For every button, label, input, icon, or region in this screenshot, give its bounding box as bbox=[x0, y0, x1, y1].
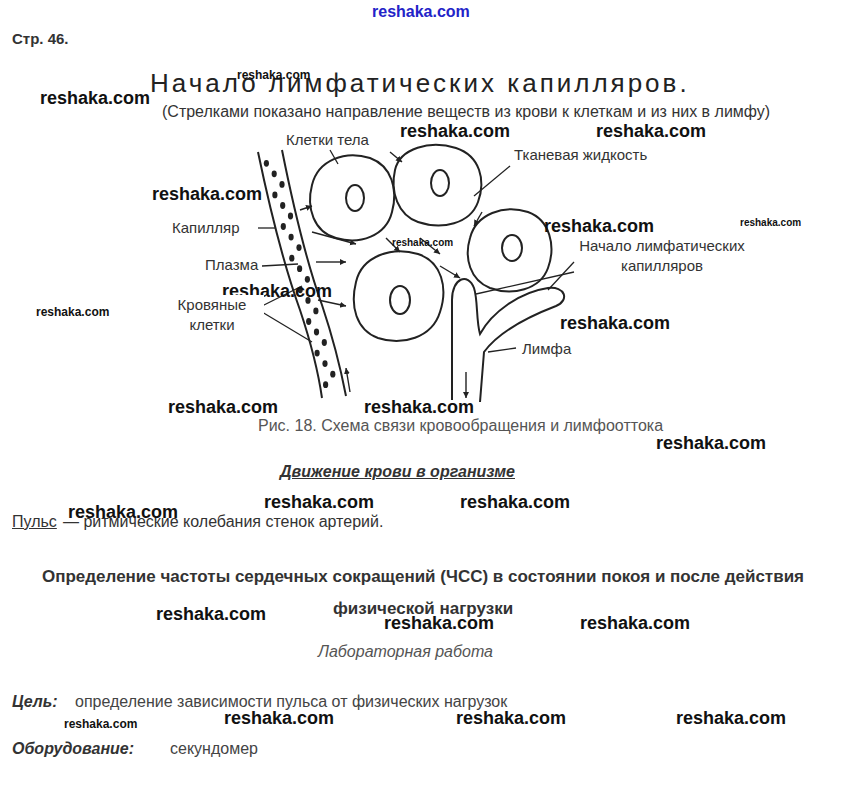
blood-cell bbox=[279, 181, 284, 188]
watermark: reshaka.com bbox=[372, 2, 470, 21]
blood-cell bbox=[322, 339, 327, 346]
text-label: Плазма bbox=[203, 256, 260, 274]
text-label: секундомер bbox=[170, 739, 258, 758]
watermark: reshaka.com bbox=[400, 121, 510, 143]
blood-cell bbox=[288, 213, 293, 220]
watermark: reshaka.com bbox=[460, 492, 570, 514]
flow-arrow bbox=[300, 206, 312, 210]
watermark: reshaka.com bbox=[36, 305, 109, 319]
leader-line bbox=[330, 150, 338, 164]
body-cell bbox=[468, 209, 552, 291]
watermark: reshaka.com bbox=[596, 121, 706, 143]
blood-cell bbox=[314, 329, 319, 336]
blood-cell bbox=[289, 255, 294, 262]
watermark: reshaka.com bbox=[656, 433, 766, 455]
leader-line bbox=[474, 166, 510, 196]
flow-arrow bbox=[465, 372, 466, 398]
text-label: Лимфа bbox=[520, 340, 573, 358]
flow-arrow bbox=[474, 212, 482, 226]
watermark: reshaka.com bbox=[392, 237, 453, 249]
leader-line bbox=[488, 348, 516, 352]
watermark: reshaka.com bbox=[156, 604, 266, 626]
watermark: reshaka.com bbox=[740, 217, 801, 229]
text-label: Капилляр bbox=[170, 219, 242, 237]
text-label: Тканевая жидкость bbox=[512, 146, 649, 164]
cell-nucleus bbox=[346, 185, 364, 211]
watermark: reshaka.com bbox=[64, 717, 137, 731]
blood-cell bbox=[272, 170, 277, 177]
blood-cells bbox=[264, 160, 336, 388]
figure-title: Начало лимфатических капилляров. bbox=[150, 68, 690, 99]
blood-cell bbox=[296, 244, 301, 251]
flow-arrow bbox=[440, 266, 460, 278]
watermark: reshaka.com bbox=[456, 708, 566, 730]
watermark: reshaka.com bbox=[264, 492, 374, 514]
blood-cell bbox=[281, 223, 286, 230]
blood-cell bbox=[297, 265, 302, 272]
blood-cell bbox=[322, 360, 327, 367]
text-label: — ритмические колебания стенок артерий. bbox=[63, 512, 383, 531]
text-label: Начало лимфатических капилляров bbox=[576, 236, 748, 276]
watermark: reshaka.com bbox=[544, 216, 654, 238]
text-label: Стр. 46. bbox=[12, 30, 69, 48]
watermark: reshaka.com bbox=[676, 708, 786, 730]
watermark: reshaka.com bbox=[152, 184, 262, 206]
watermark: reshaka.com bbox=[580, 613, 690, 635]
cell-nucleus bbox=[502, 235, 522, 261]
blood-cell bbox=[272, 192, 277, 199]
text-label: Клетки тела bbox=[284, 131, 371, 149]
blood-cell bbox=[289, 234, 294, 241]
figure-caption: Рис. 18. Схема связи кровообращения и ли… bbox=[258, 416, 663, 435]
text-label: Лабораторная работа bbox=[318, 642, 493, 661]
leader-line bbox=[262, 312, 312, 342]
watermark: reshaka.com bbox=[237, 68, 310, 82]
cell-nucleus bbox=[390, 286, 410, 314]
text-label: (Стрелками показано направление веществ … bbox=[160, 102, 772, 121]
blood-cell bbox=[315, 350, 320, 357]
text-label: Пульс bbox=[12, 512, 57, 531]
flow-arrow bbox=[390, 152, 402, 162]
watermark: reshaka.com bbox=[364, 397, 474, 419]
watermark: reshaka.com bbox=[40, 88, 150, 110]
text-label: Оборудование: bbox=[12, 739, 134, 758]
leader-line bbox=[258, 227, 276, 228]
blood-cell bbox=[306, 318, 311, 325]
text-label: Кровяные клетки bbox=[160, 295, 264, 335]
watermark: reshaka.com bbox=[224, 708, 334, 730]
leader-line bbox=[476, 272, 574, 294]
leader-line bbox=[548, 262, 574, 290]
leader-line bbox=[262, 264, 298, 266]
body-cell bbox=[394, 145, 482, 225]
capillary-wall bbox=[282, 150, 346, 396]
blood-cell bbox=[280, 202, 285, 209]
cell-nucleus bbox=[431, 170, 449, 196]
flow-arrow bbox=[346, 368, 350, 392]
watermark: reshaka.com bbox=[384, 613, 494, 635]
blood-cell bbox=[323, 381, 328, 388]
flow-arrow bbox=[316, 261, 346, 262]
blood-cell bbox=[264, 160, 269, 167]
blood-cell bbox=[330, 371, 335, 378]
body-cell bbox=[354, 251, 444, 341]
flow-arrow bbox=[312, 232, 356, 244]
text-label: Цель: bbox=[12, 692, 58, 711]
text-label: Движение крови в организме bbox=[280, 462, 515, 481]
watermark: reshaka.com bbox=[168, 397, 278, 419]
watermark: reshaka.com bbox=[560, 313, 670, 335]
blood-cell bbox=[313, 308, 318, 315]
body-cell bbox=[310, 155, 394, 240]
